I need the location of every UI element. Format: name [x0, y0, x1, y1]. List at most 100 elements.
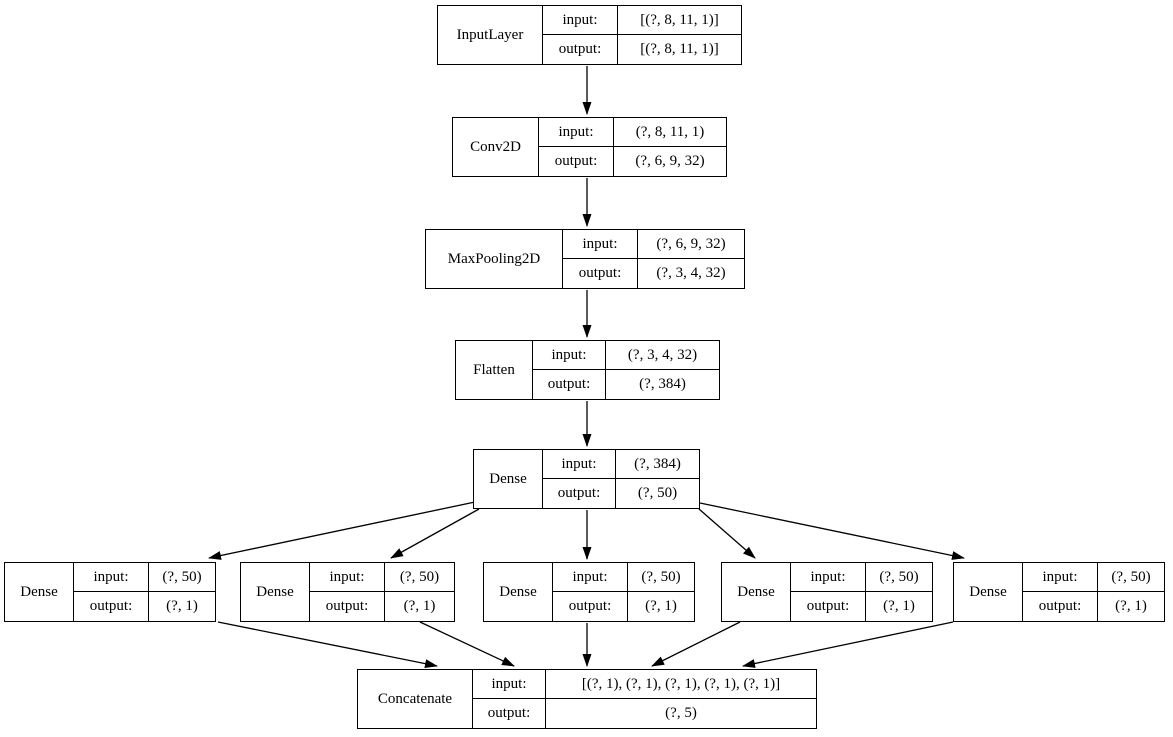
output-shape-value: (?, 1) [1115, 598, 1147, 614]
input-label: input: [791, 563, 866, 591]
layer-name: Concatenate [358, 670, 473, 728]
output-row: output: (?, 3, 4, 32) [563, 259, 744, 288]
io-column: input: (?, 50) output: (?, 1) [1023, 563, 1164, 621]
edge-arrow-5 [390, 508, 480, 559]
output-row: output:(?, 5) [473, 699, 816, 728]
output-label: output: [539, 147, 614, 176]
edge-arrow-7 [698, 508, 756, 559]
output-label: output: [473, 699, 546, 728]
edge-arrow-13 [742, 621, 954, 668]
output-label: output: [553, 592, 628, 621]
input-label: input: [543, 6, 618, 34]
output-label: output: [791, 592, 866, 621]
edge-arrow-12 [651, 621, 741, 667]
output-row: output: (?, 6, 9, 32) [539, 147, 726, 176]
input-label: input: [473, 670, 546, 698]
output-label: output: [543, 479, 616, 508]
output-shape-value: (?, 1) [883, 598, 915, 614]
output-row: output: (?, 1) [74, 592, 215, 621]
layer-name: Dense [241, 563, 310, 621]
input-row: input: (?, 50) [74, 563, 215, 592]
input-shape-value: [(?, 1), (?, 1), (?, 1), (?, 1), (?, 1)] [581, 675, 781, 692]
output-row: output: (?, 50) [543, 479, 699, 508]
input-row: input: (?, 50) [310, 563, 454, 592]
input-row: input: (?, 6, 9, 32) [563, 230, 744, 259]
io-column: input:(?, 50)output: (?, 1) [553, 563, 694, 621]
input-row: input: [(?, 1), (?, 1), (?, 1), (?, 1), (… [473, 670, 816, 699]
input-row: input: (?, 3, 4, 32) [533, 341, 719, 370]
input-row: input: [(?, 8, 11, 1)] [543, 6, 741, 35]
output-shape-value: (?, 1) [166, 598, 198, 614]
output-label: output: [563, 259, 638, 288]
input-row: input: (?, 50) [791, 563, 932, 592]
layer-name: Conv2D [453, 118, 539, 176]
output-label: output: [1023, 592, 1098, 621]
output-label: output: [310, 592, 385, 621]
input-label: input: [539, 118, 614, 146]
input-shape-value: (?, 50) [879, 568, 919, 585]
input-row: input: (?, 8, 11, 1) [539, 118, 726, 147]
output-shape-value: (?, 1) [645, 598, 677, 614]
io-column: input: (?, 50) output: (?, 1) [791, 563, 932, 621]
io-column: input: (?, 3, 4, 32) output: (?, 384) [533, 341, 719, 399]
layer-name: Dense [722, 563, 791, 621]
output-shape-value: (?, 6, 9, 32) [635, 153, 705, 169]
input-row: input:(?, 50) [553, 563, 694, 592]
input-shape-value: (?, 6, 9, 32) [656, 235, 726, 252]
input-shape-value: (?, 384) [634, 455, 681, 472]
output-label: output: [74, 592, 149, 621]
io-column: input: [(?, 8, 11, 1)] output: [(?, 8, 11, … [543, 6, 741, 64]
io-column: input: [(?, 1), (?, 1), (?, 1), (?, 1), (… [473, 670, 816, 728]
input-label: input: [543, 450, 616, 478]
input-label: input: [563, 230, 638, 258]
input-shape-value: (?, 50) [162, 568, 202, 585]
output-row: output: (?, 384) [533, 370, 719, 399]
output-shape-value: [(?, 8, 11, 1)] [640, 41, 719, 57]
input-label: input: [553, 563, 628, 591]
edge-arrow-4 [208, 501, 476, 560]
input-label: input: [533, 341, 606, 369]
io-column: input: (?, 6, 9, 32) output: (?, 3, 4, 32) [563, 230, 744, 288]
io-column: input: (?, 384) output: (?, 50) [543, 450, 699, 508]
input-shape-value: (?, 3, 4, 32) [627, 346, 698, 363]
layer-name: Dense [954, 563, 1023, 621]
io-column: input: (?, 50) output: (?, 1) [74, 563, 215, 621]
output-row: output: (?, 1) [791, 592, 932, 621]
edge-arrow-9 [217, 621, 438, 669]
layer-name: Dense [484, 563, 553, 621]
output-shape-value: (?, 50) [637, 485, 678, 501]
output-shape-value: (?, 384) [639, 376, 686, 392]
edge-arrow-10 [419, 621, 515, 667]
layer-name: MaxPooling2D [426, 230, 563, 288]
input-row: input: (?, 50) [1023, 563, 1164, 592]
output-shape-value: (?, 1) [403, 598, 436, 614]
layer-name: InputLayer [438, 6, 543, 64]
output-label: output: [543, 35, 618, 64]
layer-name: Flatten [456, 341, 533, 399]
input-shape-value: (?, 50) [399, 568, 440, 585]
input-row: input: (?, 384) [543, 450, 699, 479]
output-shape-value: (?, 3, 4, 32) [656, 265, 726, 281]
input-label: input: [310, 563, 385, 591]
io-column: input: (?, 50) output: (?, 1) [310, 563, 454, 621]
input-label: input: [1023, 563, 1098, 591]
io-column: input: (?, 8, 11, 1) output: (?, 6, 9, 32) [539, 118, 726, 176]
layer-name: Dense [474, 450, 543, 508]
output-label: output: [533, 370, 606, 399]
input-shape-value: (?, 50) [1111, 568, 1151, 585]
input-shape-value: [(?, 8, 11, 1)] [640, 11, 719, 28]
output-row: output: (?, 1) [553, 592, 694, 621]
input-shape-value: (?, 8, 11, 1) [635, 123, 705, 140]
input-label: input: [74, 563, 149, 591]
